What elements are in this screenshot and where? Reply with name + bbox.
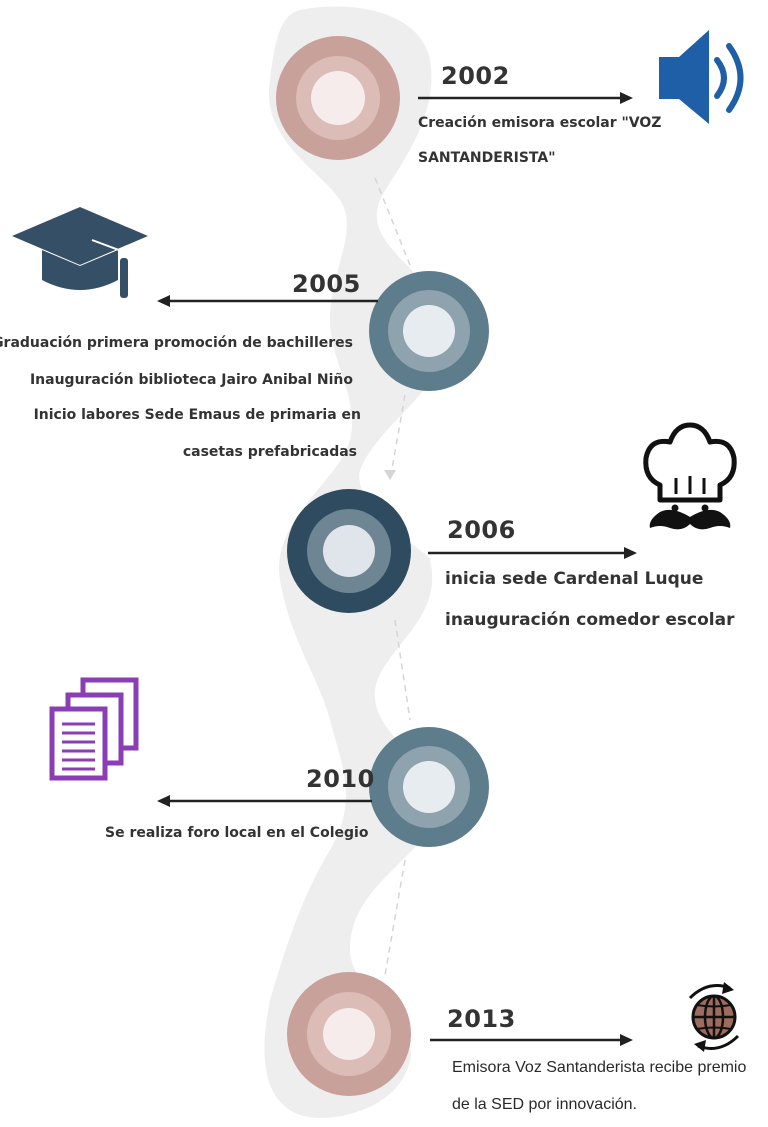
event-2006-line-2: inauguración comedor escolar bbox=[445, 610, 735, 630]
year-2010: 2010 bbox=[306, 765, 375, 793]
arrow-2013 bbox=[430, 1034, 633, 1046]
node-2010 bbox=[369, 727, 489, 847]
year-2013: 2013 bbox=[447, 1005, 516, 1033]
documents-icon bbox=[49, 677, 139, 781]
connector-3 bbox=[394, 619, 411, 721]
arrow-2002 bbox=[418, 92, 633, 104]
year-2006: 2006 bbox=[447, 516, 516, 544]
connector-2 bbox=[389, 394, 406, 481]
event-2002-line-2: SANTANDERISTA" bbox=[418, 150, 556, 166]
event-2005-line-1: Graduación primera promoción de bachille… bbox=[0, 335, 353, 351]
connector-4 bbox=[384, 859, 406, 976]
node-2005 bbox=[369, 271, 489, 391]
connector-1 bbox=[374, 177, 411, 266]
event-2005-line-4: casetas prefabricadas bbox=[182, 444, 357, 460]
speaker-icon bbox=[659, 30, 744, 124]
event-2013-line-2: de la SED por innovación. bbox=[452, 1096, 637, 1113]
year-2002: 2002 bbox=[441, 62, 510, 90]
event-2013-line-1: Emisora Voz Santanderista recibe premio bbox=[452, 1059, 747, 1076]
node-2002 bbox=[276, 36, 400, 160]
connector-arrowhead-2 bbox=[384, 470, 396, 480]
arrow-2010 bbox=[157, 795, 372, 807]
node-2013 bbox=[287, 972, 411, 1096]
arrow-2006 bbox=[428, 547, 637, 559]
event-2005-line-3: Inicio labores Sede Emaus de primaria en bbox=[33, 407, 361, 423]
event-2005-line-2: Inauguración biblioteca Jairo Anibal Niñ… bbox=[29, 372, 353, 388]
event-2002-line-1: Creación emisora escolar "VOZ bbox=[418, 115, 662, 131]
graduation-cap-icon bbox=[12, 207, 148, 298]
arrow-2005 bbox=[157, 295, 378, 307]
event-2010-line-1: Se realiza foro local en el Colegio bbox=[105, 825, 369, 841]
globe-icon bbox=[688, 982, 740, 1052]
chef-icon bbox=[643, 422, 737, 530]
node-2006 bbox=[287, 489, 411, 613]
year-2005: 2005 bbox=[292, 270, 361, 298]
event-2006-line-1: inicia sede Cardenal Luque bbox=[445, 569, 704, 589]
